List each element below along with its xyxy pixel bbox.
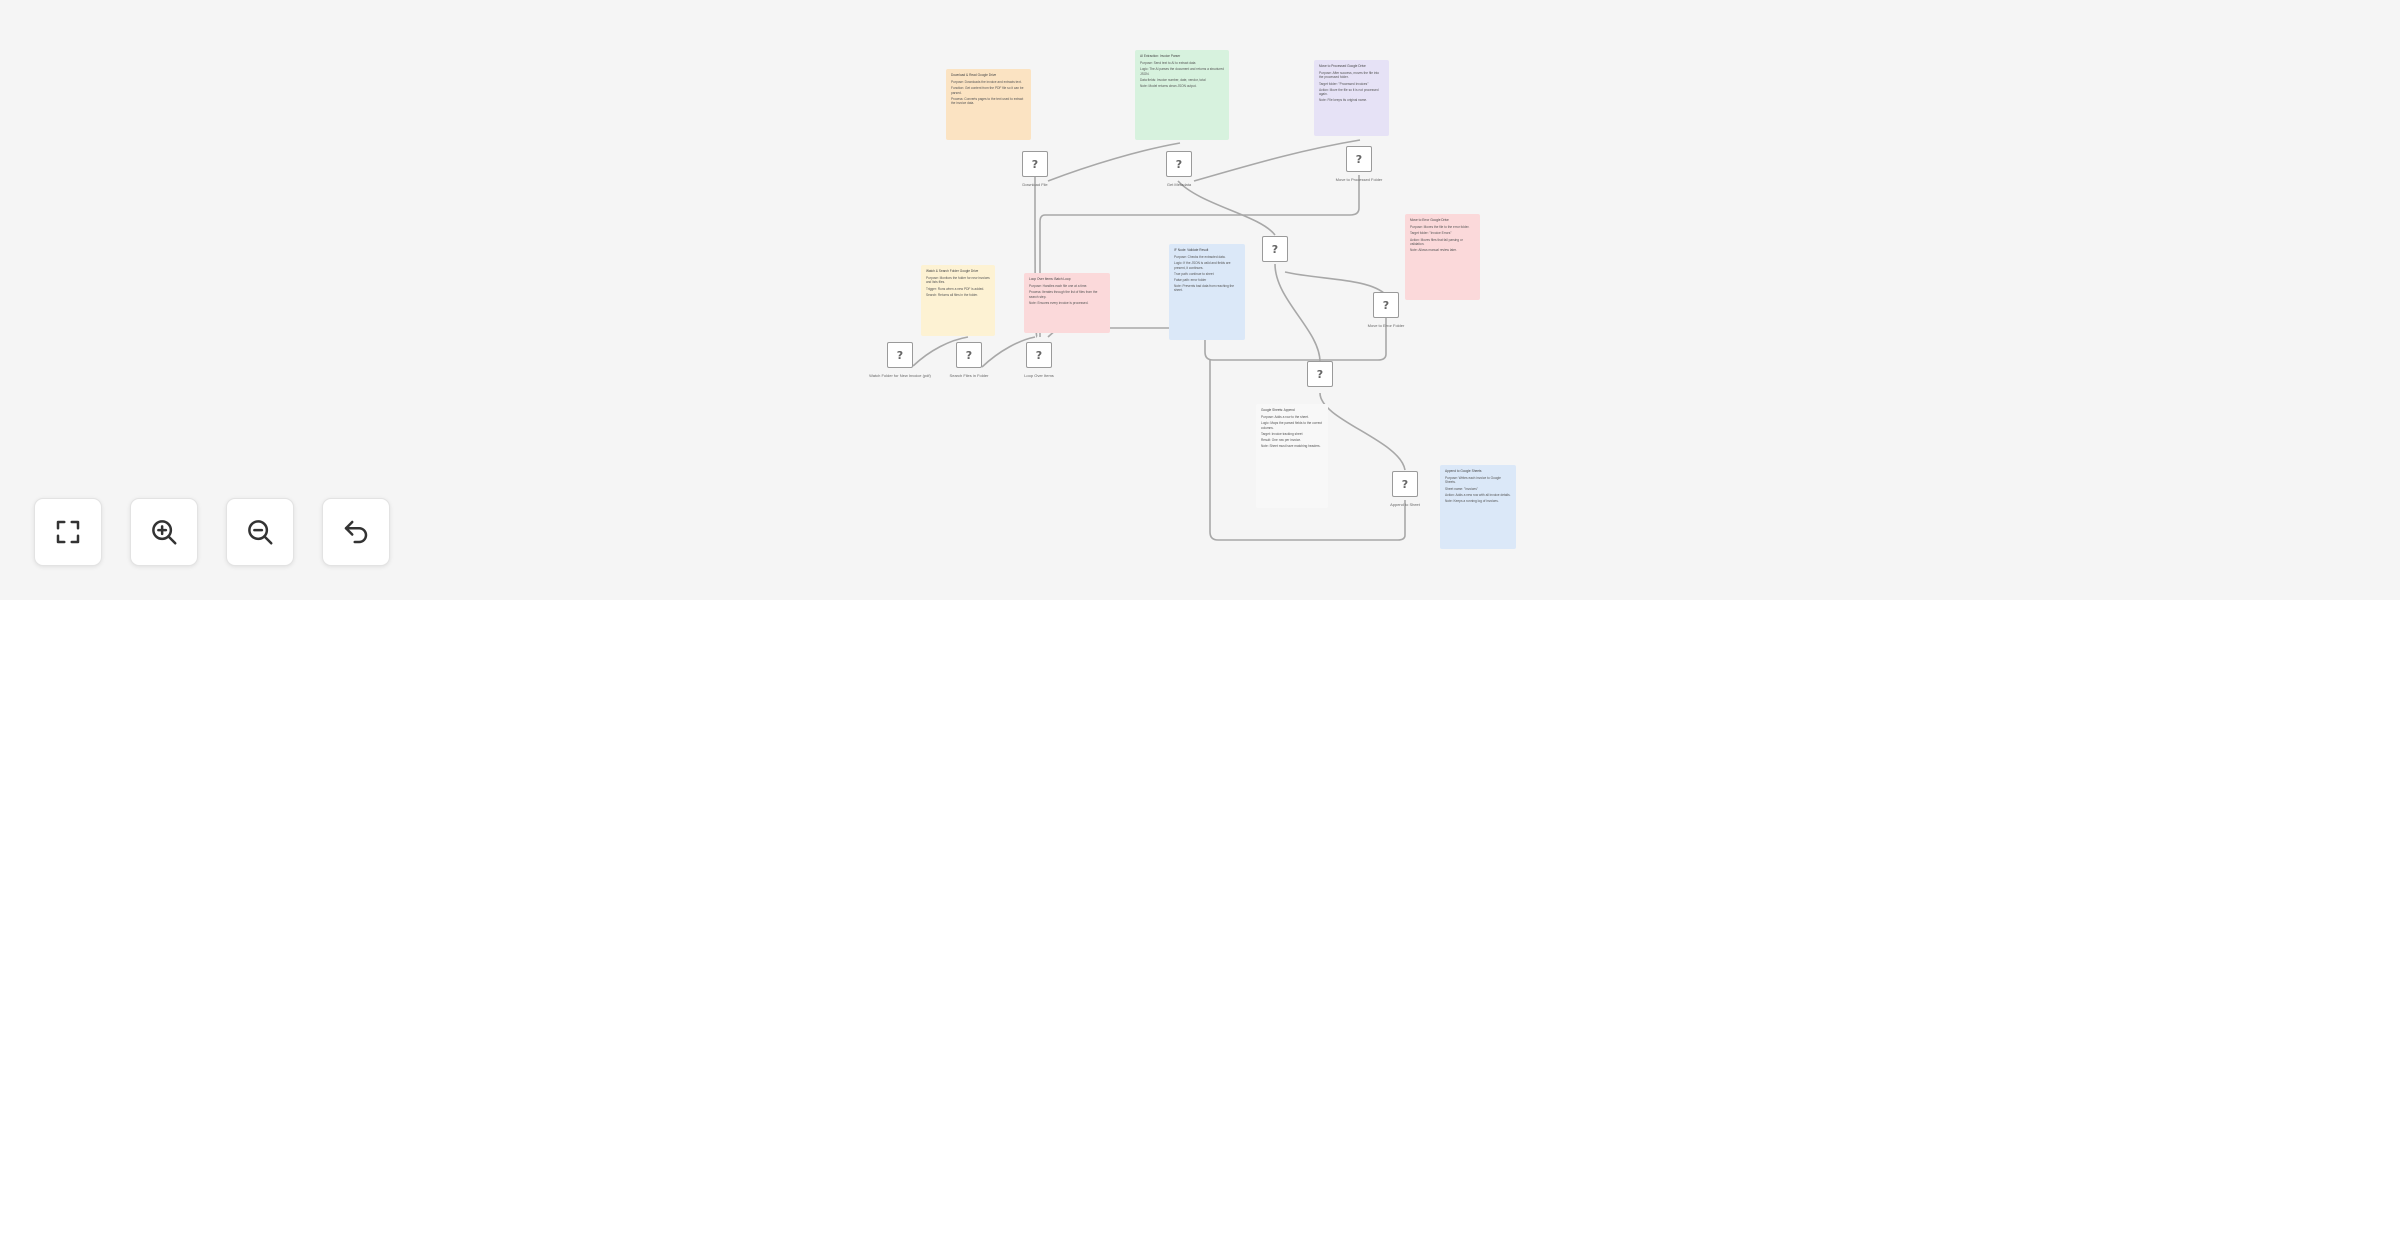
sticky-note-text: Purpose: Handles each file one at a time… [1029, 284, 1088, 289]
zoom-out-button[interactable] [226, 498, 294, 566]
sticky-note-ai-extraction[interactable]: AI Extraction: Invoice Parser Purpose: S… [1135, 50, 1229, 140]
sticky-note-text: Note: Ensures every invoice is processed… [1029, 300, 1089, 305]
workflow-node[interactable]: ? [1022, 151, 1048, 177]
reset-zoom-button[interactable] [322, 498, 390, 566]
sticky-note-title: AI Extraction: Invoice Parser [1140, 54, 1181, 58]
sticky-note-title: Loop Over Items: Batch Loop [1029, 277, 1071, 281]
node-label: Move to Processed Folder [1335, 177, 1383, 182]
workflow-node[interactable]: ? [1346, 146, 1372, 172]
zoom-in-icon [152, 520, 177, 545]
workflow-node[interactable]: ? [1373, 292, 1399, 318]
sticky-note-text: Logic: Maps the parsed fields to the cor… [1261, 421, 1322, 430]
connection-line [981, 336, 1036, 368]
connection-line [1274, 263, 1321, 363]
sticky-note-title: Google Sheets: Append [1261, 408, 1295, 412]
fit-view-button[interactable] [34, 498, 102, 566]
connection-layer [912, 139, 1406, 541]
sticky-note-loop[interactable]: Loop Over Items: Batch Loop Purpose: Han… [1024, 273, 1110, 333]
sticky-note-text: Process: Converts pages to the text used… [951, 96, 1024, 106]
connection-line [1209, 360, 1406, 541]
workflow-node[interactable]: ? [1262, 236, 1288, 262]
sticky-note-text: Purpose: Send text to AI to extract data [1140, 61, 1196, 66]
sticky-note-text: Logic: If the JSON is valid and fields a… [1174, 261, 1231, 270]
sticky-note-text: Process: Iterates through the list of fi… [1029, 290, 1098, 299]
workflow-node[interactable]: ? [956, 342, 982, 368]
sticky-note-text: Note: File keeps its original name. [1319, 98, 1368, 103]
connection-line [1177, 180, 1276, 236]
zoom-out-icon [248, 520, 273, 545]
undo-icon [344, 520, 368, 544]
sticky-note-text: Search: Returns all files in the folder. [926, 292, 978, 297]
sticky-note-text: Logic: The AI parses the document and re… [1140, 67, 1224, 76]
sticky-note-download[interactable]: Download & Read Google Drive Purpose: Do… [946, 69, 1031, 140]
sticky-note-title: Download & Read Google Drive [951, 73, 997, 77]
sticky-note-text: Result: One row per invoice. [1261, 438, 1302, 443]
sticky-note-text: Note: Allows manual review later. [1410, 248, 1457, 253]
sticky-note-sheets-append[interactable]: Google Sheets: Append Purpose: Adds a ro… [1256, 404, 1328, 508]
sticky-note-text: True path: continue to sheet [1174, 271, 1214, 276]
sticky-note-text: Action: Move the file so it is not proce… [1319, 87, 1379, 97]
sticky-note-text: Trigger: Runs when a new PDF is added. [926, 286, 985, 291]
node-label: Loop Over Items [1024, 373, 1054, 378]
sticky-note-title: Move to Processed Google Drive [1319, 64, 1366, 68]
connection-line [1193, 139, 1361, 182]
connection-line [1039, 175, 1360, 337]
sticky-note-text: Purpose: Checks the extracted data. [1174, 255, 1226, 260]
sticky-note-move-error[interactable]: Move to Error Google Drive Purpose: Move… [1405, 214, 1480, 300]
workflow-node[interactable]: ? [1166, 151, 1192, 177]
workflow-node[interactable]: ? [1307, 361, 1333, 387]
sticky-note-title: IF Node: Validate Result [1174, 248, 1209, 252]
sticky-note-text: Target folder: "Invoice Errors" [1410, 231, 1452, 236]
node-label: Get Metadata [1166, 182, 1192, 187]
sticky-note-text: Note: Keeps a running log of invoices. [1445, 499, 1499, 504]
fit-view-icon [56, 520, 80, 544]
node-label: Download File [1022, 182, 1048, 187]
node-label: Watch Folder for New Invoice (pdf) [869, 373, 931, 378]
sticky-note-title: Move to Error Google Drive [1410, 218, 1449, 222]
sticky-note-text: Data fields: Invoice number, date, vendo… [1140, 77, 1206, 82]
sticky-note-text: Target folder: "Processed Invoices" [1319, 81, 1369, 86]
sticky-note-title: Watch & Search Folder Google Drive [926, 269, 979, 273]
sticky-note-title: Append to Google Sheets [1445, 469, 1482, 473]
workflow-node[interactable]: ? [1392, 471, 1418, 497]
workflow-node[interactable]: ? [1026, 342, 1052, 368]
node-label: Move to Error Folder [1367, 323, 1405, 328]
sticky-note-append-sheets[interactable]: Append to Google Sheets Purpose: Writes … [1440, 465, 1516, 549]
sticky-note-text: Purpose: Monitors the folder for new inv… [926, 276, 990, 285]
sticky-note-text: Note: Prevents bad data from reaching th… [1174, 284, 1235, 293]
sticky-note-text: Purpose: After success, moves the file i… [1319, 71, 1380, 80]
sticky-note-text: Purpose: Writes each invoice to Google S… [1445, 476, 1501, 485]
node-label: Search Files in Folder [949, 373, 989, 378]
workflow-node[interactable]: ? [887, 342, 913, 368]
connection-line [1047, 142, 1181, 182]
sticky-note-validate[interactable]: IF Node: Validate Result Purpose: Checks… [1169, 244, 1245, 340]
sticky-note-text: Target: Invoice tracking sheet [1261, 431, 1303, 436]
sticky-note-text: Function: Get content from the PDF file … [951, 86, 1024, 95]
workflow-canvas[interactable]: Download & Read Google Drive Purpose: Do… [0, 0, 2400, 600]
sticky-note-text: Note: Sheet must have matching headers. [1261, 444, 1321, 449]
zoom-in-button[interactable] [130, 498, 198, 566]
sticky-note-text: Note: Model returns clean JSON output. [1140, 84, 1197, 89]
sticky-note-text: Purpose: Downloads the invoice and extra… [951, 80, 1022, 85]
sticky-note-text: Action: Moves files that fail parsing or… [1410, 237, 1463, 246]
connection-line [1284, 271, 1387, 296]
node-label: Append to Sheet [1390, 502, 1420, 507]
sticky-note-text: Purpose: Adds a row to the sheet. [1261, 415, 1309, 420]
sticky-note-text: Purpose: Moves the file to the error fol… [1410, 225, 1470, 230]
sticky-note-text: False path: error folder [1174, 278, 1207, 283]
sticky-note-text: Sheet name: "Invoices" [1445, 486, 1478, 491]
connection-line [912, 336, 969, 367]
sticky-note-move-processed[interactable]: Move to Processed Google Drive Purpose: … [1314, 60, 1389, 136]
sticky-note-text: Action: Adds a new row with all invoice … [1445, 492, 1511, 497]
connection-line [1319, 392, 1406, 471]
sticky-note-watch-search[interactable]: Watch & Search Folder Google Drive Purpo… [921, 265, 995, 336]
